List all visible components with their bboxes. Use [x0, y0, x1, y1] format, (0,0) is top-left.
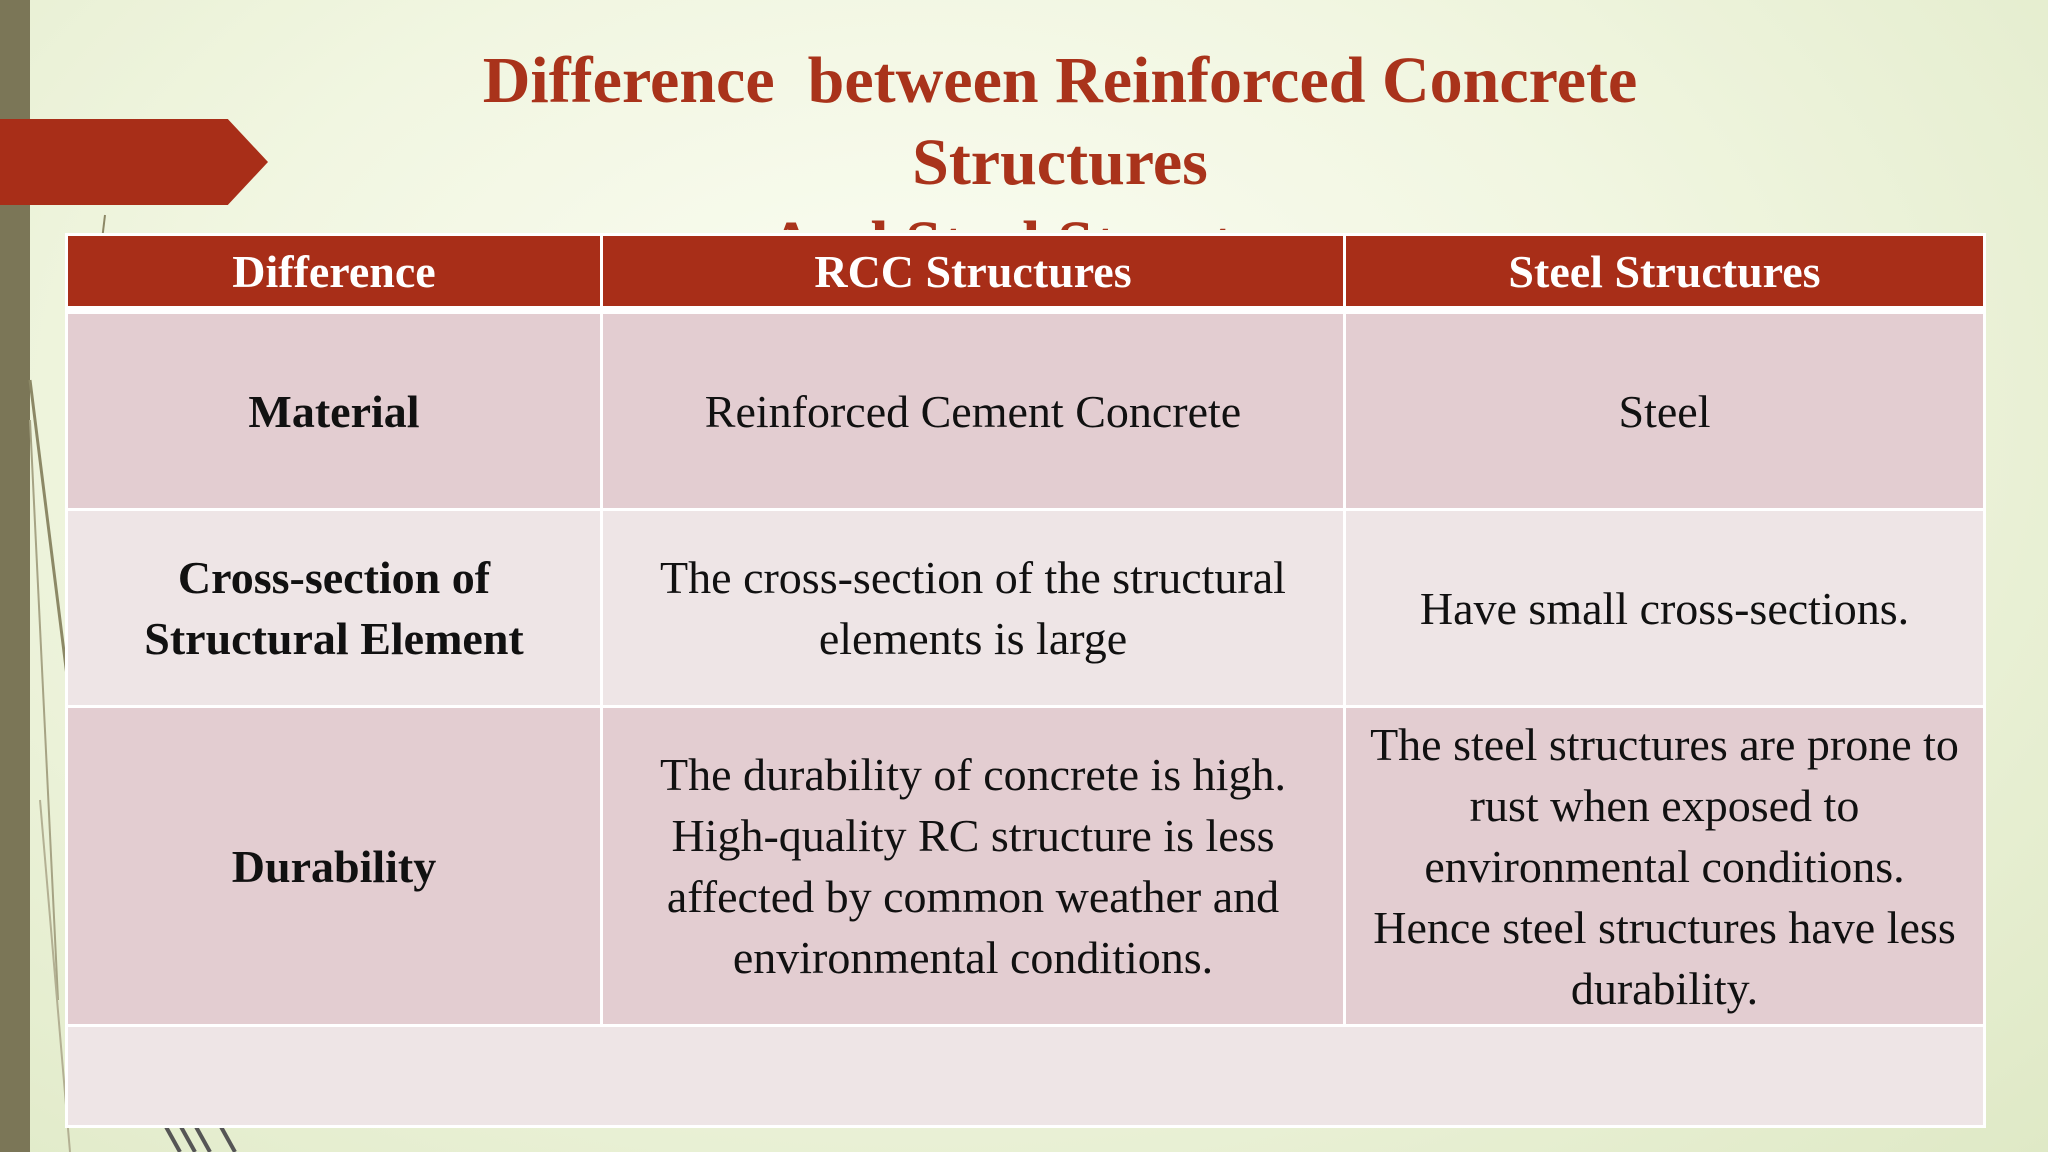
header-rcc: RCC Structures — [600, 233, 1346, 314]
steel-material: Steel — [1343, 308, 1986, 511]
table-row-empty — [65, 1024, 1986, 1128]
slide-title: Difference between Reinforced Concrete S… — [482, 44, 1638, 230]
row-label-durability: Durability — [65, 705, 603, 1027]
comparison-table: Difference RCC Structures Steel Structur… — [65, 233, 1986, 1128]
table-row: Cross-section of Structural Element The … — [65, 508, 1986, 708]
table-row: Material Reinforced Cement Concrete Stee… — [65, 308, 1986, 511]
empty-cell — [65, 1024, 1986, 1128]
row-label-material: Material — [65, 308, 603, 511]
steel-durability: The steel structures are prone to rust w… — [1343, 705, 1986, 1027]
header-difference: Difference — [65, 233, 603, 314]
table-row: Durability The durability of concrete is… — [65, 705, 1986, 1027]
header-steel: Steel Structures — [1343, 233, 1986, 314]
steel-cross-section: Have small cross-sections. — [1343, 508, 1986, 708]
row-label-cross-section: Cross-section of Structural Element — [65, 508, 603, 708]
title-arrow-tab — [0, 119, 268, 205]
rcc-durability: The durability of concrete is high. High… — [600, 705, 1346, 1027]
table-header-row: Difference RCC Structures Steel Structur… — [65, 233, 1986, 314]
rcc-material: Reinforced Cement Concrete — [600, 308, 1346, 511]
rcc-cross-section: The cross-section of the structural elem… — [600, 508, 1346, 708]
